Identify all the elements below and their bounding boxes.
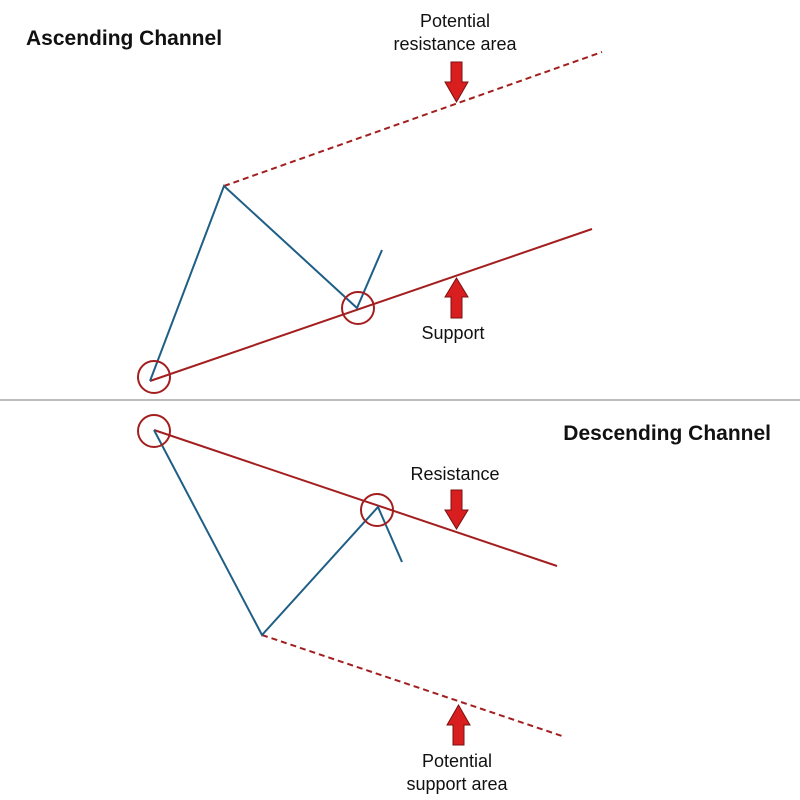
arrow-up-icon	[444, 277, 469, 319]
ascending-touch-circle-2	[341, 291, 375, 325]
ascending-resistance-line	[223, 51, 603, 187]
ascending-title: Ascending Channel	[26, 27, 222, 50]
descending-resistance-label: Resistance	[410, 464, 499, 484]
ascending-support-label: Support	[421, 323, 484, 343]
descending-touch-circle-1	[137, 414, 171, 448]
descending-channel: Descending Channel Resistance Potential …	[137, 414, 771, 794]
arrow-down-icon	[444, 489, 469, 530]
ascending-channel: Ascending Channel Potential resistance a…	[26, 11, 603, 394]
ascending-resistance-label-line2: resistance area	[393, 34, 517, 54]
descending-resistance-line	[153, 429, 558, 567]
descending-price-path	[153, 429, 403, 637]
descending-title: Descending Channel	[563, 422, 771, 445]
descending-support-line	[261, 634, 566, 738]
arrow-up-icon	[446, 703, 471, 746]
ascending-touch-circle-1	[137, 360, 171, 394]
arrow-down-icon	[444, 61, 469, 104]
ascending-support-line	[149, 228, 593, 382]
descending-support-label-line2: support area	[406, 774, 508, 794]
descending-support-label-line1: Potential	[422, 751, 492, 771]
ascending-price-path	[149, 184, 383, 382]
descending-touch-circle-2	[360, 493, 394, 527]
ascending-resistance-label-line1: Potential	[420, 11, 490, 31]
